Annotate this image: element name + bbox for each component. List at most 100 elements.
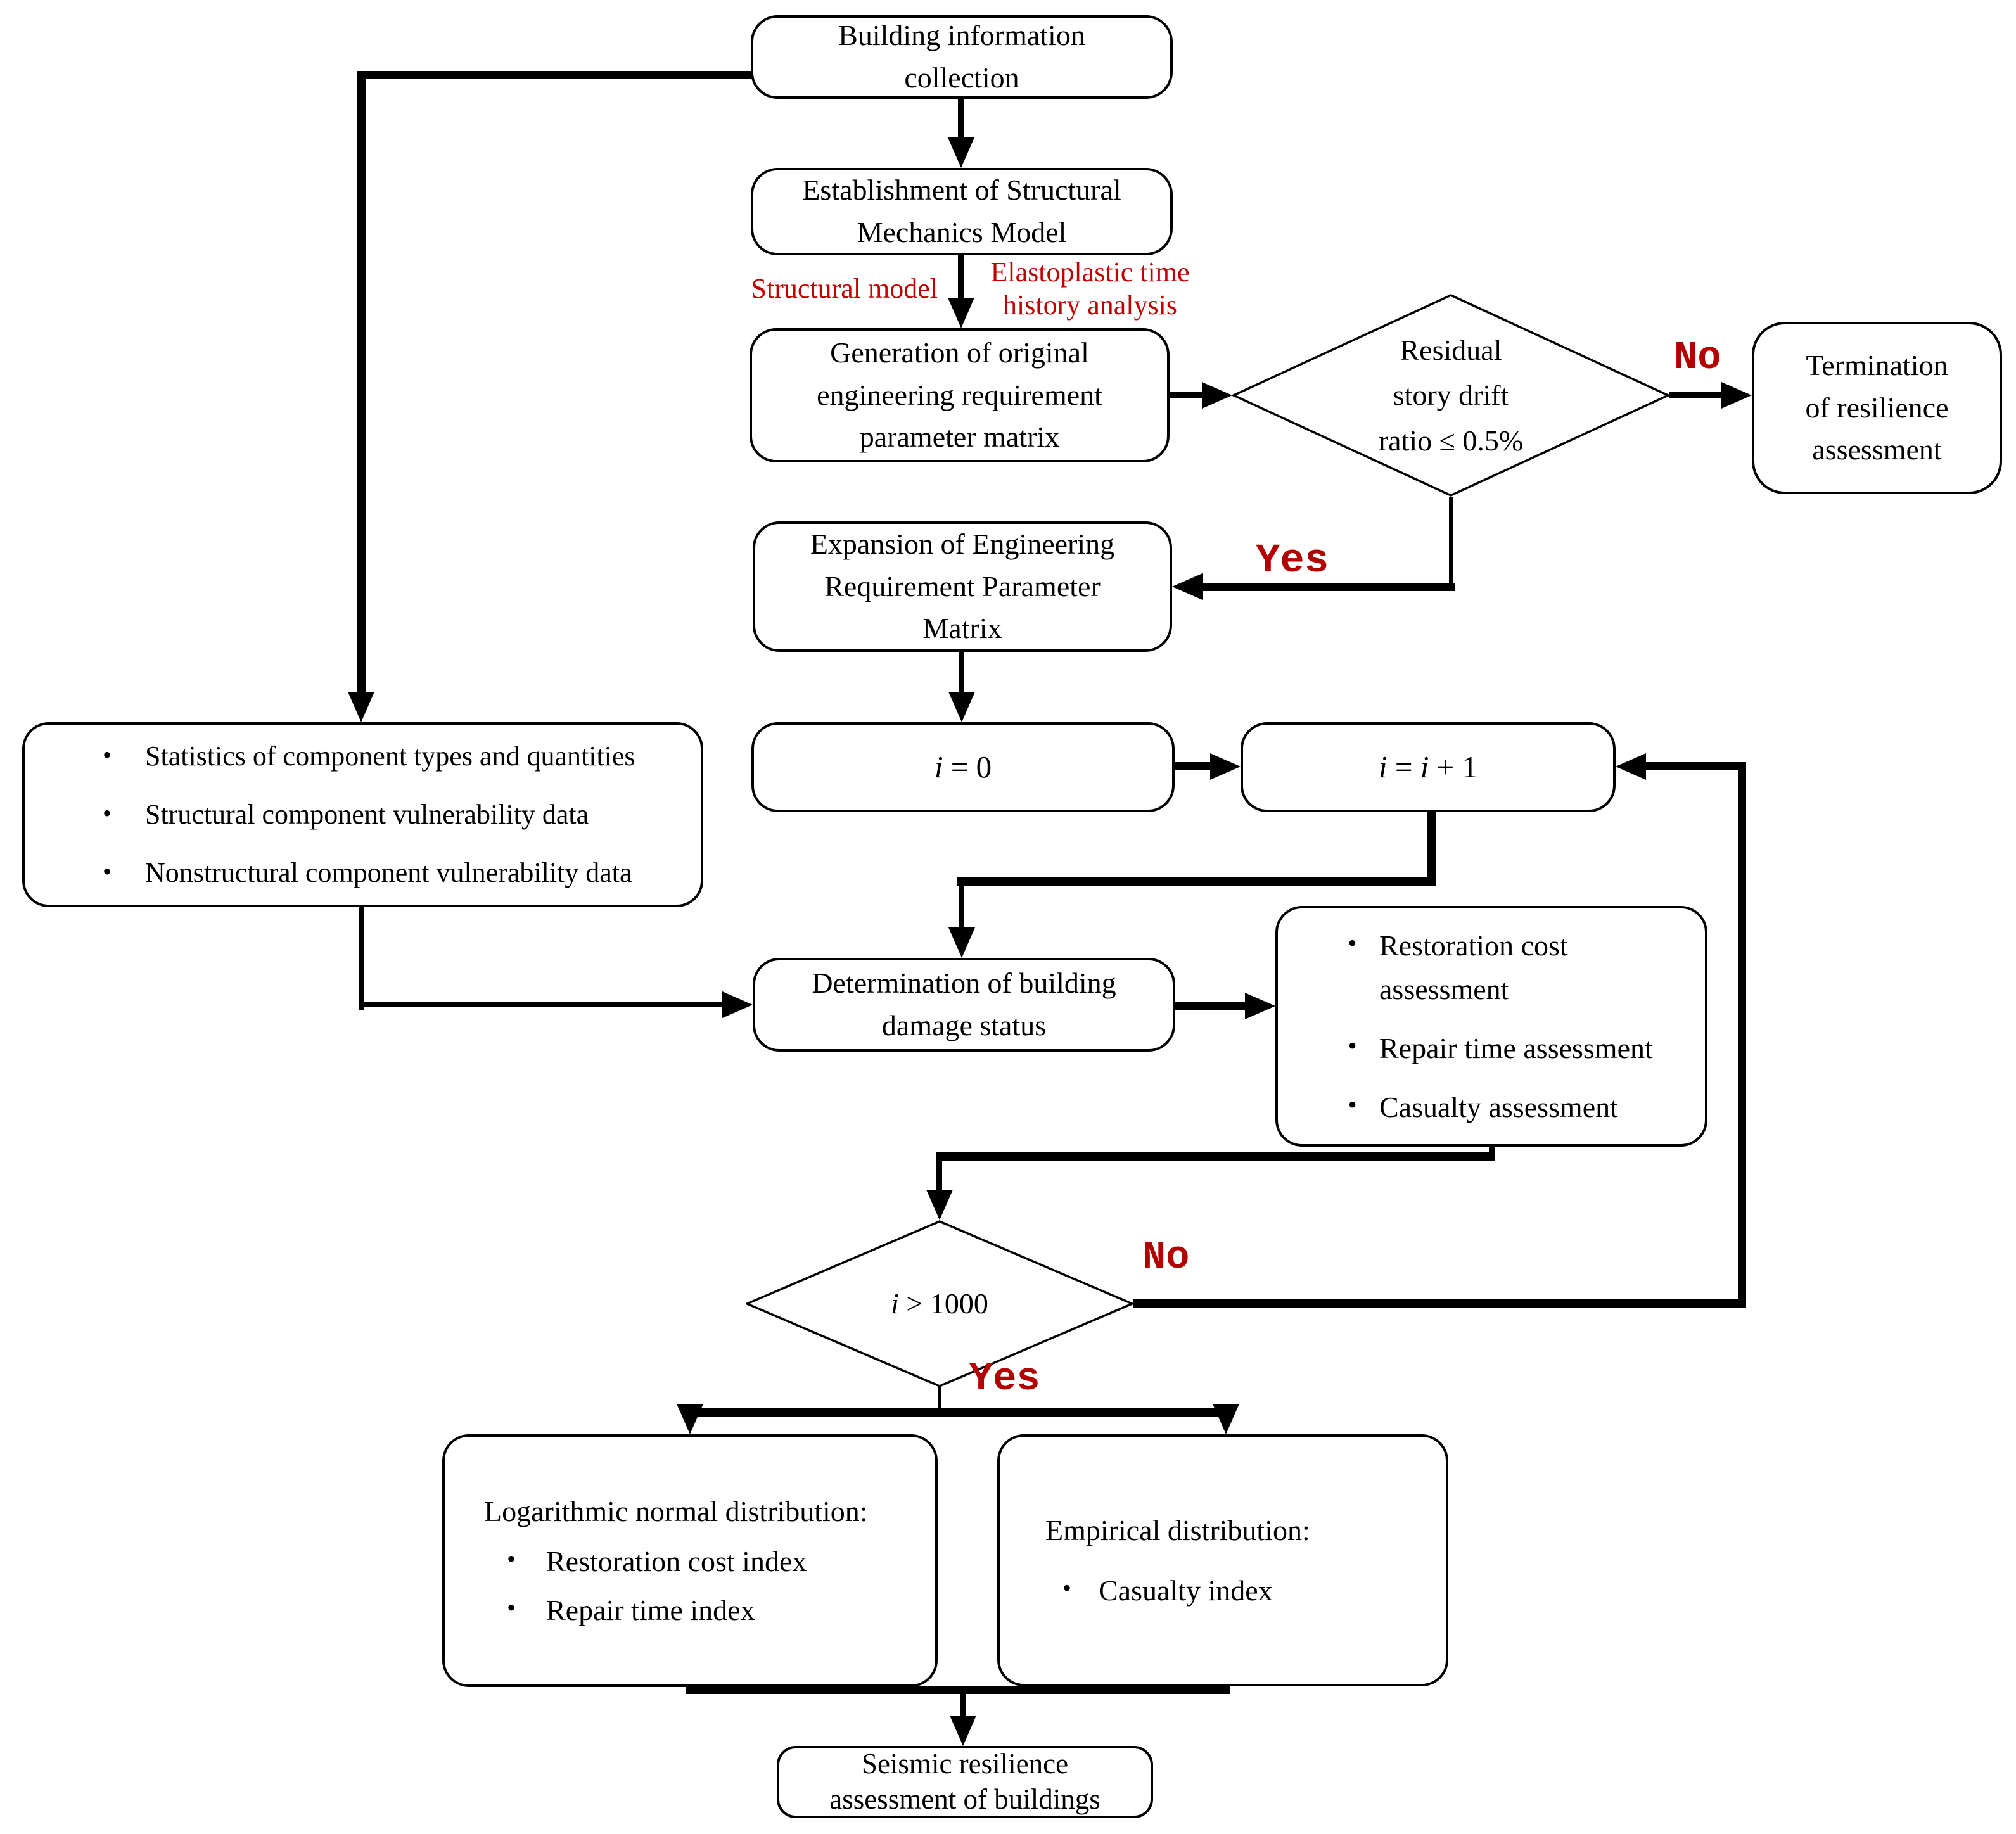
edge-into-iter-diamond (936, 1158, 942, 1192)
arrowhead-into-lognormal (677, 1404, 703, 1434)
arrowhead-into-assessments (1245, 993, 1275, 1019)
edge-i-incr-down (1427, 811, 1436, 886)
bullet-dot: • (1348, 1031, 1357, 1060)
bullet-text: Repair time assessment (1379, 1032, 1653, 1064)
arrowhead-into-iter-diamond (926, 1190, 953, 1220)
edge-feed-top-horizontal (357, 71, 751, 79)
label-no-iter: No (1142, 1235, 1190, 1280)
text-line: assessment of buildings (829, 1783, 1101, 1815)
label-no-residual: No (1674, 335, 1721, 380)
arrowhead-into-empirical (1213, 1404, 1239, 1434)
text-line: i > 1000 (891, 1281, 988, 1326)
edge-into-determination-top (959, 881, 964, 929)
bullet-item: • Restoration cost assessment (1325, 924, 1683, 1011)
bullet-text: Statistics of component types and quanti… (145, 741, 635, 772)
bullet-dot: • (1062, 1574, 1071, 1602)
edge-split-horizontal (686, 1408, 1230, 1417)
bullet-item: •Structural component vulnerability data (69, 794, 589, 836)
node-i-increment: i = i + 1 (1241, 722, 1616, 812)
arrowhead-into-termination (1721, 382, 1752, 409)
node-lognormal-distribution: Logarithmic normal distribution: •Restor… (442, 1434, 938, 1687)
bullet-item: • Nonstructural component vulnerability d… (69, 852, 632, 894)
arrowhead-into-i-incr-left (1210, 753, 1241, 780)
bullet-dot: • (1348, 929, 1357, 957)
arrowhead-into-residual-diamond (1202, 382, 1232, 409)
edge-residual-yes-vertical (1449, 497, 1453, 587)
text-line: of resilience (1805, 391, 1949, 424)
text-run: = (1387, 749, 1420, 785)
node-empirical-distribution: Empirical distribution: •Casualty index (997, 1434, 1448, 1686)
bullet-text: Restoration cost assessment (1379, 929, 1568, 1005)
text-line: Residual (1400, 334, 1502, 367)
text-line: Requirement Parameter (824, 570, 1101, 602)
bullet-item: •Statistics of component types and quant… (69, 736, 635, 777)
edge-merge-horizontal (686, 1686, 1230, 1694)
arrowhead-into-determination-left (722, 991, 753, 1018)
text-line: ratio ≤ 0.5% (1378, 424, 1524, 457)
bullet-item: • Repair time assessment (1325, 1026, 1653, 1070)
edge-component-to-determination (359, 1002, 724, 1007)
node-component-data: • Statistics of component types and quant… (22, 722, 703, 907)
edge-establishment-to-generation (958, 255, 964, 300)
arrowhead-into-determination-top (948, 927, 975, 958)
text-line: Mechanics Model (857, 216, 1067, 248)
text-line: Establishment of Structural (802, 174, 1121, 207)
bullet-dot: • (1348, 1090, 1357, 1119)
bullet-dot: • (102, 799, 112, 827)
edge-i-incr-jog (957, 877, 1436, 886)
text-line: i = 0 (935, 744, 992, 789)
node-building-information: Building information collection (751, 15, 1173, 99)
bullet-text: Repair time index (546, 1594, 755, 1626)
edge-i-init-to-i-incr (1175, 762, 1212, 770)
arrowhead-into-establishment (948, 137, 974, 168)
arrowhead-into-i-init (948, 692, 975, 722)
variable-run: i (891, 1287, 899, 1320)
edge-component-down (359, 907, 364, 1010)
text-line: story drift (1393, 379, 1509, 412)
text-line: Seismic resilience (861, 1748, 1069, 1780)
text-line: engineering requirement (817, 378, 1102, 411)
arrowhead-into-i-incr-right (1616, 753, 1646, 780)
text-line: Building information (838, 19, 1085, 52)
bullet-text: Casualty index (1099, 1574, 1273, 1607)
bullet-item: • Casualty assessment (1325, 1085, 1618, 1129)
variable-run: i (1420, 749, 1429, 785)
arrowhead-into-seismic (950, 1716, 976, 1746)
arrowhead-into-component-data (348, 692, 374, 722)
edge-merge-stem (960, 1690, 966, 1719)
label-structural-model: Structural model (751, 273, 938, 304)
edge-residual-no (1669, 392, 1723, 398)
bullet-item: •Restoration cost index (476, 1539, 807, 1583)
bullet-item: • Casualty index (1035, 1569, 1273, 1612)
bullet-text: Nonstructural component vulnerability da… (145, 857, 632, 888)
text-run: + 1 (1429, 749, 1478, 785)
residual-decision-label: Residual story drift ratio ≤ 0.5% (1232, 294, 1669, 497)
edge-determination-to-assessments (1175, 1002, 1247, 1010)
text-line: Matrix (922, 612, 1002, 645)
text-line: Elastoplastic time (990, 257, 1190, 288)
label-yes-iter: Yes (969, 1356, 1040, 1401)
label-yes-residual: Yes (1256, 538, 1329, 584)
edge-iter-no-horizontal (1133, 1299, 1746, 1308)
edge-loop-top-horizontal (1646, 762, 1746, 770)
edge-expansion-to-i-init (959, 652, 964, 694)
edge-generation-to-residual (1170, 392, 1204, 398)
node-assessments: • Restoration cost assessment • Repair time… (1275, 906, 1707, 1147)
text-line: i = i + 1 (1379, 744, 1477, 789)
empirical-bullets: • Casualty index (1035, 1569, 1273, 1612)
edge-building-to-establishment (958, 99, 964, 139)
lognormal-bullets: •Restoration cost index•Repair time inde… (476, 1539, 807, 1632)
bullet-text: Casualty assessment (1379, 1091, 1618, 1123)
variable-run: i (1378, 749, 1388, 785)
edge-iter-yes-vertical (938, 1387, 941, 1417)
bullet-dot: • (102, 857, 112, 886)
iter-decision-diamond (746, 1220, 1133, 1387)
text-line: collection (904, 61, 1019, 94)
